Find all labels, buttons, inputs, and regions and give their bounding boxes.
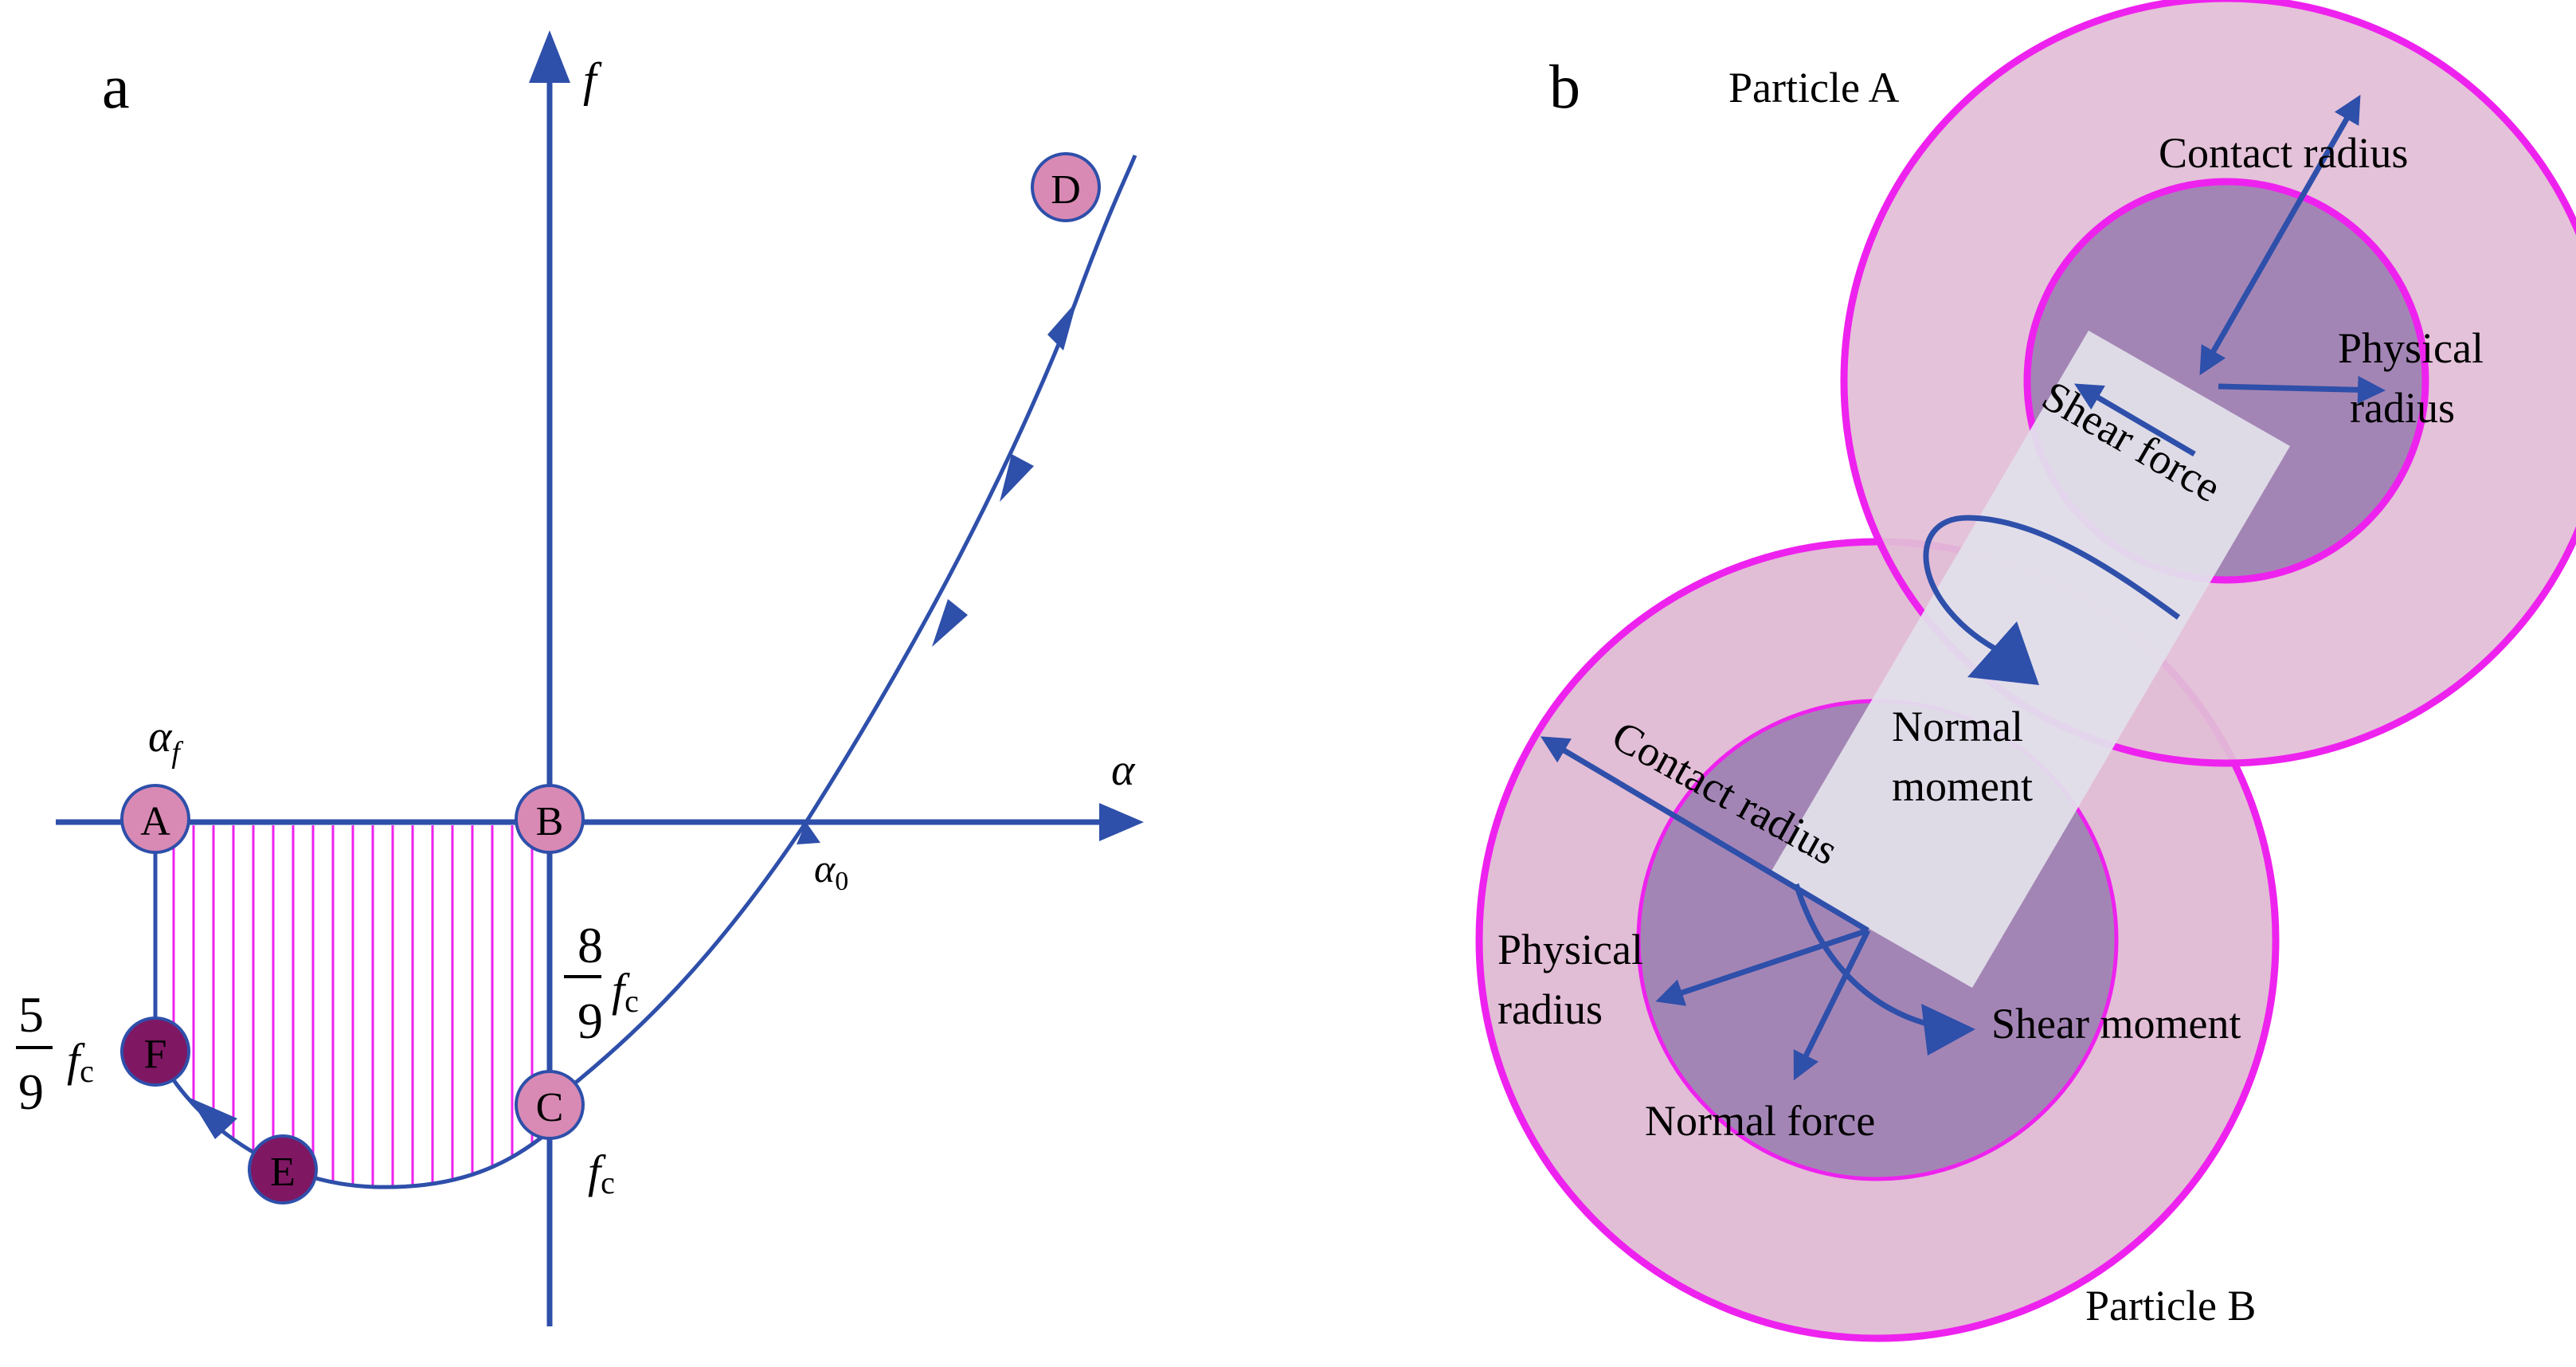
svg-text:E: E — [270, 1150, 296, 1195]
f-axis-label: f — [583, 53, 602, 106]
point-c: C — [515, 1070, 585, 1140]
panel-b-label: b — [1549, 52, 1580, 121]
fraction-5-9-fc: 5 9 fc — [16, 986, 94, 1120]
point-a: A — [120, 784, 190, 854]
hatched-region — [155, 822, 550, 1188]
physical-radius-b-label-line1: Physical — [1497, 926, 1643, 973]
fraction-8-9-fc: 8 9 fc — [564, 917, 639, 1049]
svg-text:9: 9 — [577, 993, 603, 1049]
svg-text:B: B — [536, 799, 564, 844]
panel-a-label: a — [102, 52, 130, 121]
point-e: E — [248, 1134, 318, 1204]
svg-text:F: F — [144, 1032, 167, 1077]
svg-text:5: 5 — [18, 986, 44, 1043]
particle-b-label: Particle B — [2085, 1282, 2256, 1330]
shear-moment-label: Shear moment — [1991, 1000, 2241, 1048]
arrow-at-alpha0 — [797, 822, 820, 844]
svg-text:fc: fc — [612, 964, 639, 1019]
loading-curve — [548, 155, 1137, 1105]
svg-text:9: 9 — [18, 1063, 44, 1120]
contact-radius-a-label: Contact radius — [2159, 129, 2408, 177]
panel-b: b Particle A Contact radius Physical rad — [1475, 0, 2576, 1342]
point-d: D — [1031, 152, 1101, 222]
normal-moment-arrow — [1923, 515, 2181, 656]
svg-text:C: C — [536, 1085, 564, 1130]
normal-moment-label-line1: Normal — [1892, 703, 2023, 750]
shear-moment-arrow — [1793, 883, 1944, 1031]
alpha-axis-arrowhead — [1099, 803, 1144, 841]
point-f: F — [120, 1016, 190, 1087]
svg-text:8: 8 — [577, 917, 603, 973]
fc-label: fc — [588, 1146, 615, 1201]
shear-moment-arrowhead — [1921, 1004, 1975, 1056]
alpha-f-label: αf — [148, 712, 183, 770]
contact-radius-b-arrow — [1540, 736, 1869, 934]
svg-text:A: A — [140, 799, 170, 844]
alpha-axis-label: α — [1111, 746, 1136, 795]
arrow-up-1 — [1047, 301, 1077, 351]
parallel-bond — [1771, 331, 2290, 988]
arrow-down-2 — [1000, 454, 1034, 502]
point-b: B — [515, 784, 585, 854]
physical-radius-b-arrow — [1655, 927, 1869, 1006]
f-axis-arrowhead — [529, 30, 570, 83]
particle-a-label: Particle A — [1728, 64, 1899, 112]
alpha-0-label: α0 — [814, 846, 848, 896]
normal-force-label: Normal force — [1645, 1097, 1875, 1145]
physical-radius-a-arrow — [2218, 375, 2386, 404]
shear-force-arrow — [2073, 383, 2196, 457]
normal-force-arrow — [1793, 929, 1871, 1081]
contact-radius-a-arrow — [2199, 94, 2361, 376]
physical-radius-b-label-line2: radius — [1497, 985, 1603, 1033]
arrow-down-1 — [932, 599, 968, 647]
physical-radius-a-label-line2: radius — [2350, 384, 2455, 432]
physical-radius-a-label-line1: Physical — [2338, 324, 2484, 372]
normal-moment-label-line2: moment — [1892, 762, 2033, 810]
arrow-e-to-f — [190, 1098, 237, 1139]
normal-moment-arrowhead — [1967, 621, 2039, 685]
svg-text:fc: fc — [67, 1034, 94, 1089]
panel-a: a f α αf α0 8 9 — [16, 30, 1144, 1326]
svg-text:D: D — [1051, 167, 1081, 213]
unloading-curve — [153, 1048, 551, 1189]
